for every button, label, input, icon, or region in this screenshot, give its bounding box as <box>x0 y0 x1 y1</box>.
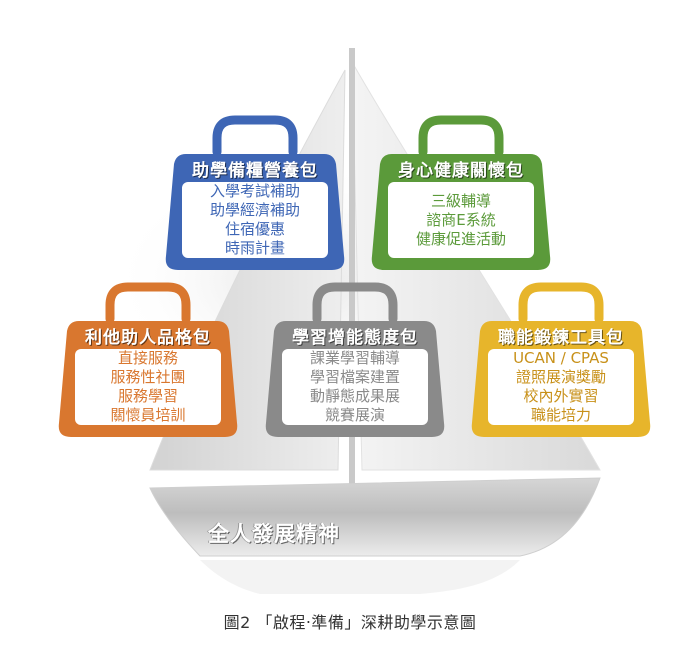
package-item: 直接服務 <box>117 349 178 367</box>
package-item: 三級輔導 <box>430 191 491 210</box>
package-title: 身心健康關懷包 <box>398 161 524 181</box>
package-item: UCAN / CPAS <box>513 349 609 367</box>
package-item: 服務性社團 <box>110 368 186 386</box>
package-item: 學習檔案建置 <box>309 368 400 386</box>
package-item: 校內外實習 <box>523 387 599 405</box>
package-title: 利他助人品格包 <box>85 328 211 348</box>
bag-shape <box>165 115 345 270</box>
package-item: 服務學習 <box>117 387 178 405</box>
package-item: 健康促進活動 <box>415 229 506 248</box>
package-item: 課業學習輔導 <box>309 349 400 367</box>
hull <box>149 477 601 557</box>
bag-handle <box>418 115 504 157</box>
hull-reflection <box>200 560 520 594</box>
package-item-list: 直接服務服務性社團服務學習關懷員培訓 <box>55 349 241 425</box>
package-gray: 學習增能態度包課業學習輔導學習檔案建置動靜態成果展競賽展演 <box>262 282 448 441</box>
package-blue: 助學備糧營養包入學考試補助助學經濟補助住宿優惠時雨計畫 <box>162 115 348 274</box>
package-item: 諮商E系統 <box>426 210 496 229</box>
package-item-list: 入學考試補助助學經濟補助住宿優惠時雨計畫 <box>162 182 348 258</box>
package-item: 入學考試補助 <box>209 182 300 200</box>
package-item-list: 課業學習輔導學習檔案建置動靜態成果展競賽展演 <box>262 349 448 425</box>
bag-handle <box>312 282 398 324</box>
package-item: 關懷員培訓 <box>110 406 186 424</box>
bag-content-panel <box>75 349 221 425</box>
package-item: 住宿優惠 <box>224 220 285 238</box>
bag-shape <box>58 282 238 437</box>
package-title: 職能鍛鍊工具包 <box>498 328 624 348</box>
bag-handle <box>212 115 298 157</box>
bag-shape <box>265 282 445 437</box>
bag-content-panel <box>488 349 634 425</box>
hull-slogan: 全人發展精神 <box>208 522 340 546</box>
bag-handle <box>518 282 604 324</box>
package-item: 助學經濟補助 <box>209 201 300 219</box>
package-title: 助學備糧營養包 <box>192 161 318 181</box>
package-item: 動靜態成果展 <box>309 387 400 405</box>
package-item-list: 三級輔導諮商E系統健康促進活動 <box>368 192 554 249</box>
bag-content-panel <box>388 182 534 258</box>
package-orange: 利他助人品格包直接服務服務性社團服務學習關懷員培訓 <box>55 282 241 441</box>
package-item: 時雨計畫 <box>224 239 285 257</box>
bag-shape <box>371 115 551 270</box>
package-item: 競賽展演 <box>324 406 385 424</box>
package-title: 學習增能態度包 <box>292 328 418 348</box>
bag-handle <box>105 282 191 324</box>
figure-caption: 圖2 「啟程‧準備」深耕助學示意圖 <box>223 613 477 632</box>
bag-content-panel <box>282 349 428 425</box>
mast <box>349 48 355 493</box>
package-item: 職能培力 <box>530 406 591 424</box>
package-green: 身心健康關懷包三級輔導諮商E系統健康促進活動 <box>368 115 554 274</box>
bag-content-panel <box>182 182 328 258</box>
package-item: 證照展演獎勵 <box>515 368 606 386</box>
bag-shape <box>471 282 651 437</box>
